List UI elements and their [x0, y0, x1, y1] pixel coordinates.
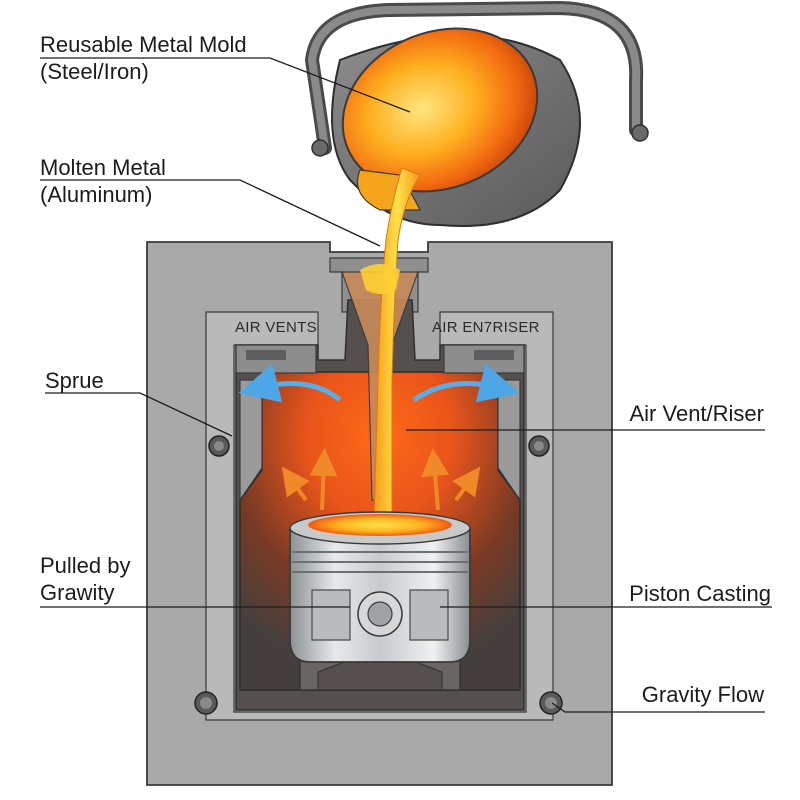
label-molten-line2: (Aluminum) [40, 182, 153, 207]
label-piston-casting: Piston Casting [629, 581, 771, 606]
molten-pool [308, 514, 452, 536]
label-sprue: Sprue [45, 368, 104, 393]
label-molten-line1: Molten Metal [40, 155, 166, 180]
label-mold: Reusable Metal Mold (Steel/Iron) [40, 31, 247, 85]
label-pulled-line1: Pulled by [40, 553, 131, 578]
molten-stream [360, 167, 421, 521]
label-pulled: Pulled by Grawity [40, 552, 131, 606]
label-air-vents-left: AIR VENTS [235, 319, 317, 336]
label-mold-line2: (Steel/Iron) [40, 59, 149, 84]
piston-casting [289, 511, 471, 663]
label-air-vent-riser: Air Vent/Riser [629, 401, 765, 426]
heat-arrow-icon [281, 448, 481, 511]
label-molten: Molten Metal (Aluminum) [40, 154, 166, 208]
ladle-icon [304, 0, 649, 227]
label-pulled-line2: Grawity [40, 580, 115, 605]
label-air-vents-right: AIR EN7RISER [432, 319, 540, 336]
label-gravity-flow: Gravity Flow [641, 682, 764, 707]
vent-arrow-icon [238, 363, 520, 403]
bolt-icon [194, 435, 563, 715]
leader-lines [40, 57, 772, 713]
label-mold-line1: Reusable Metal Mold [40, 32, 247, 57]
